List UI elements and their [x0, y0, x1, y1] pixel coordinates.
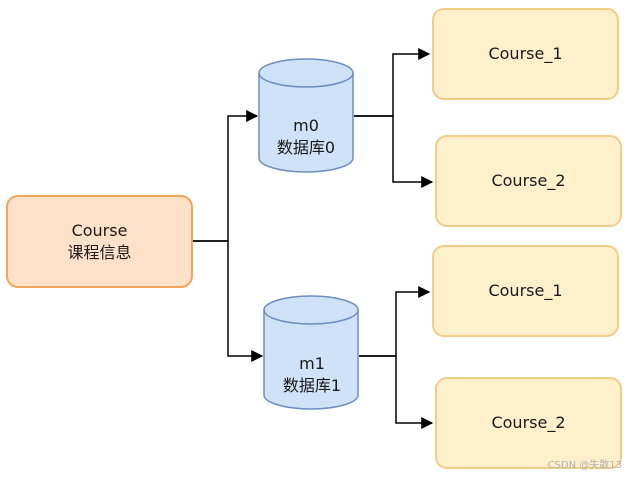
database-m1 [263, 295, 359, 410]
root-node-title: Course [71, 220, 128, 240]
edge-m1-leaf-2 [359, 286, 431, 357]
watermark: CSDN @失散13 [547, 460, 622, 471]
database-m0 [258, 58, 354, 173]
edge-m1-leaf-3 [359, 355, 434, 429]
database-m1-label[interactable]: m1 数据库1 [264, 350, 360, 400]
database-m1-subtitle: 数据库1 [282, 376, 342, 395]
root-node-subtitle: 课程信息 [67, 242, 132, 262]
leaf-node-m0-course-2[interactable]: Course_2 [435, 135, 622, 227]
leaf-node-label: Course_2 [491, 171, 566, 190]
leaf-node-m1-course-2[interactable]: Course_2 [435, 377, 622, 469]
database-m0-subtitle: 数据库0 [276, 138, 336, 157]
database-m0-label[interactable]: m0 数据库0 [258, 112, 354, 162]
leaf-node-m0-course-1[interactable]: Course_1 [432, 8, 619, 100]
database-m1-title: m1 [299, 354, 325, 373]
edge-root-m0 [193, 110, 259, 242]
edge-root-m1 [193, 240, 264, 362]
leaf-node-label: Course_1 [488, 44, 563, 63]
leaf-node-label: Course_2 [491, 413, 566, 432]
leaf-node-label: Course_1 [488, 281, 563, 300]
edge-m0-leaf-0 [354, 48, 431, 117]
database-m0-title: m0 [293, 116, 319, 135]
leaf-node-m1-course-1[interactable]: Course_1 [432, 245, 619, 337]
edges [193, 48, 434, 429]
edge-m0-leaf-1 [354, 115, 434, 188]
root-node[interactable]: Course 课程信息 [6, 195, 193, 288]
